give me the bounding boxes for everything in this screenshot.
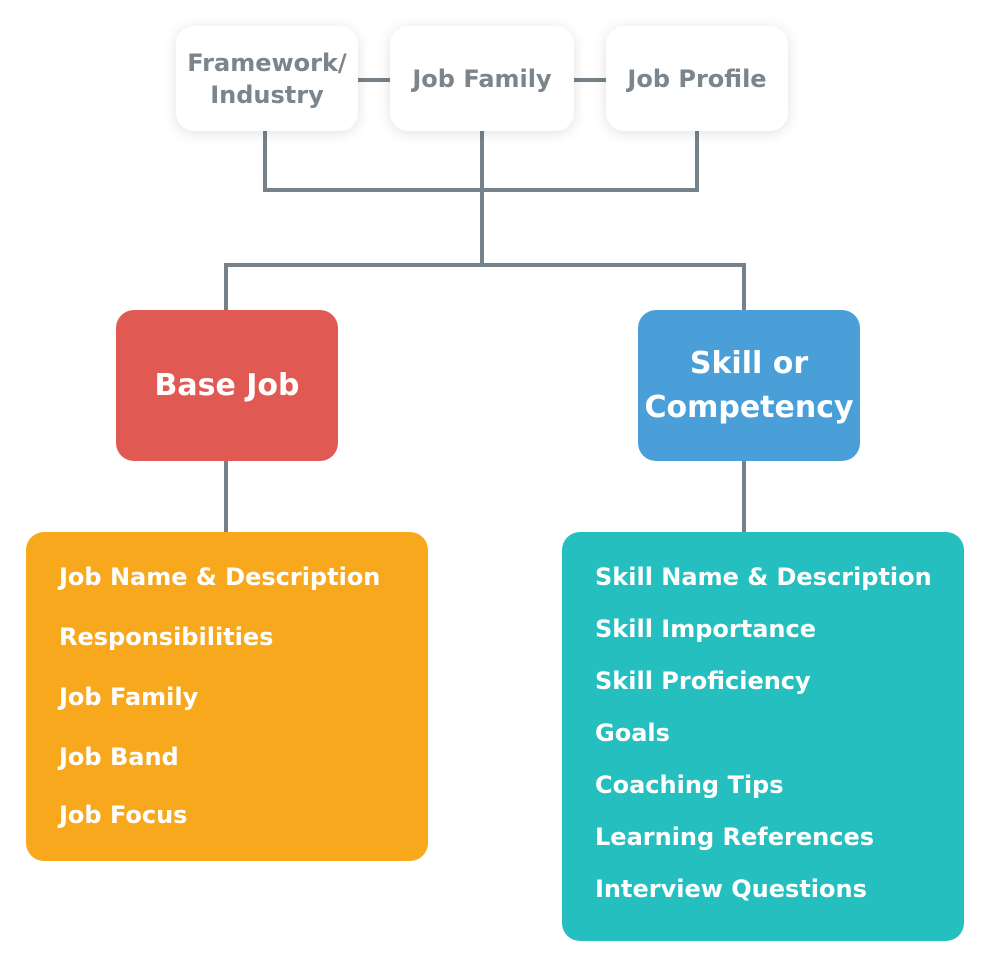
list-item: Coaching Tips [595, 771, 784, 799]
list-item: Goals [595, 719, 670, 747]
node-skill-competency: Skill or Competency [638, 310, 860, 461]
list-item: Skill Importance [595, 615, 816, 643]
list-item: Responsibilities [59, 623, 274, 651]
list-item: Job Name & Description [59, 563, 381, 591]
list-item: Interview Questions [595, 875, 867, 903]
list-item: Skill Name & Description [595, 563, 932, 591]
list-item: Skill Proficiency [595, 667, 811, 695]
node-base-job: Base Job [116, 310, 338, 461]
node-framework-industry: Framework/ Industry [176, 26, 358, 131]
list-item: Job Family [59, 683, 199, 711]
base-job-attributes: Job Name & Description Responsibilities … [26, 532, 428, 861]
list-item: Job Focus [59, 801, 188, 829]
list-item: Learning References [595, 823, 874, 851]
node-job-profile: Job Profile [606, 26, 788, 131]
skill-attributes: Skill Name & Description Skill Importanc… [562, 532, 964, 941]
list-item: Job Band [59, 743, 179, 771]
node-job-family: Job Family [390, 26, 574, 131]
